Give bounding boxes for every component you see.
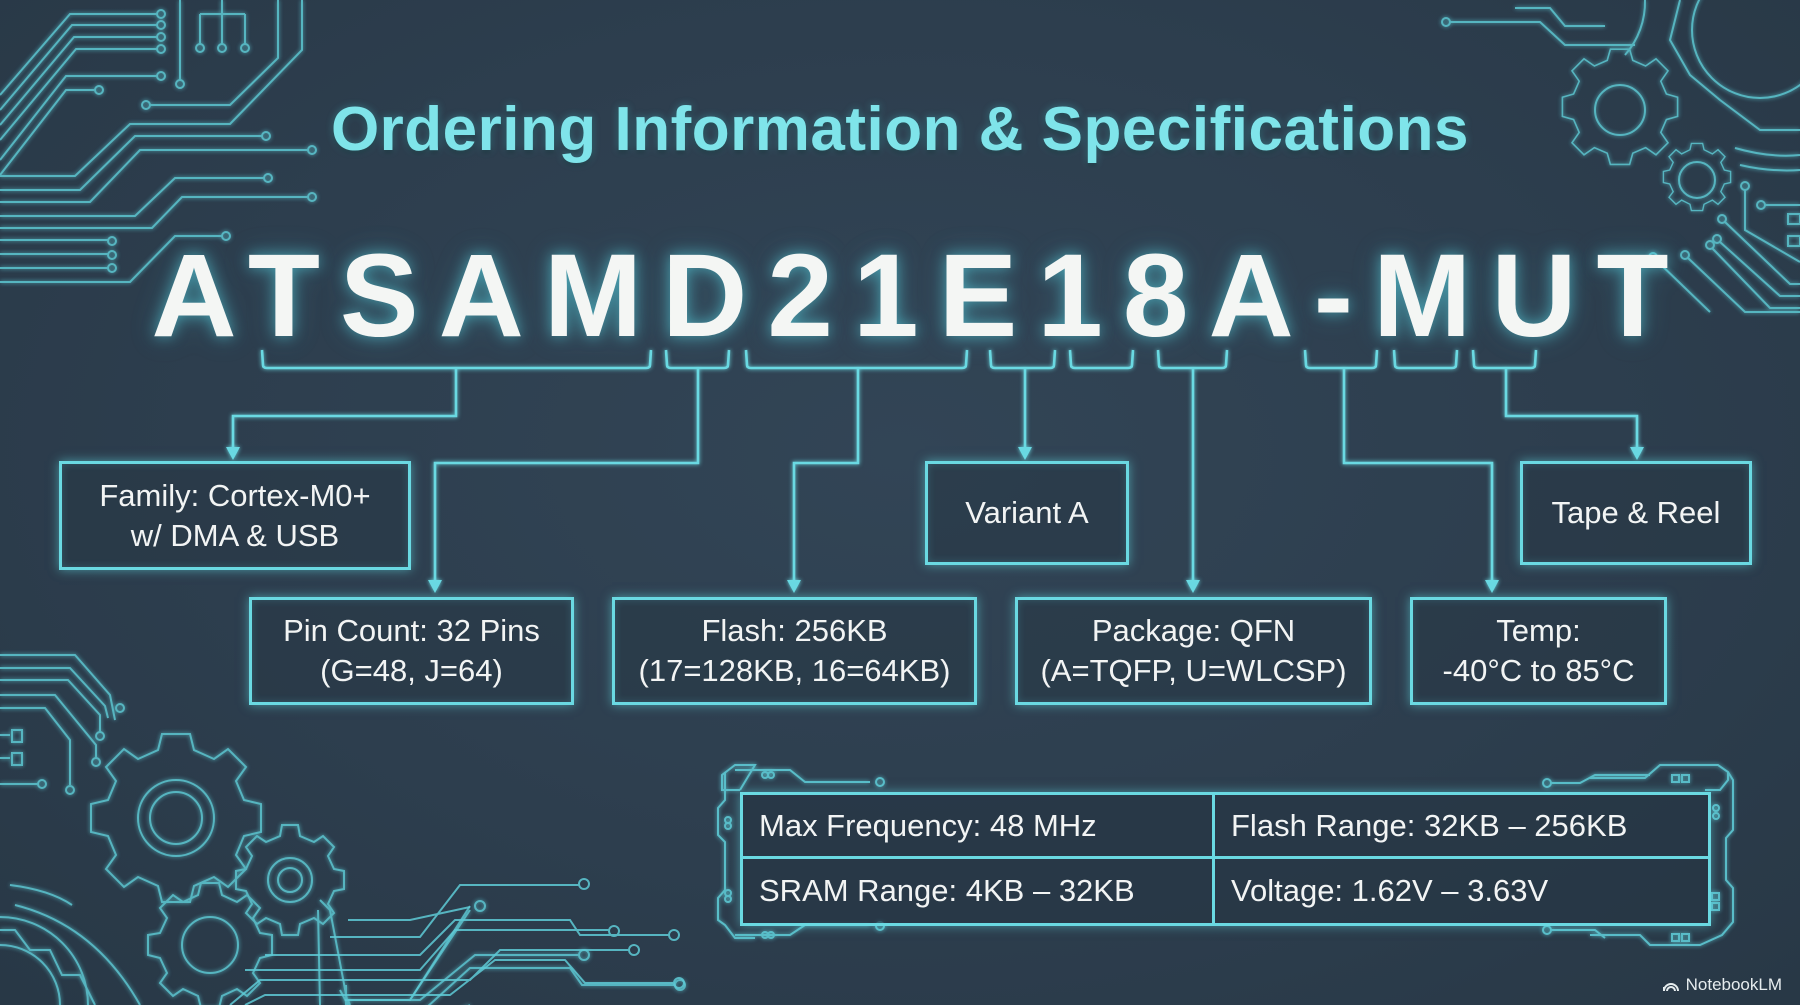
tape-reel-line1: Tape & Reel [1551,495,1721,530]
part-number: ATSAMD21E18A-MUT [151,230,1689,362]
spec-max-frequency: Max Frequency: 48 MHz [743,795,1215,859]
family-line1: Family: Cortex-M0+ [99,477,371,513]
watermark-label: NotebookLM [1685,975,1782,994]
spec-sram-range: SRAM Range: 4KB – 32KB [743,859,1215,923]
package-line1: Package: QFN [1091,613,1296,648]
pin-count-line1: Pin Count: 32 Pins [283,613,540,648]
temp-box: Temp: -40°C to 85°C [1410,597,1667,705]
variant-line1: Variant A [965,495,1089,530]
tape-reel-box: Tape & Reel [1520,461,1752,565]
variant-box: Variant A [925,461,1129,565]
temp-line1: Temp: [1496,613,1581,648]
flash-box: Flash: 256KB (17=128KB, 16=64KB) [612,597,977,705]
family-box: Family: Cortex-M0+ w/ DMA & USB [59,461,411,570]
notebooklm-logo-icon [1662,983,1679,992]
family-line2: w/ DMA & USB [130,517,340,553]
flash-line2: (17=128KB, 16=64KB) [638,653,951,688]
package-line2: (A=TQFP, U=WLCSP) [1040,653,1347,688]
flash-line1: Flash: 256KB [701,613,888,648]
spec-flash-range: Flash Range: 32KB – 256KB [1215,795,1708,859]
notebooklm-watermark: NotebookLM [1662,975,1782,995]
pin-count-line2: (G=48, J=64) [320,653,503,688]
spec-voltage: Voltage: 1.62V – 3.63V [1231,873,1549,908]
spec-table: Max Frequency: 48 MHz Flash Range: 32KB … [740,792,1711,926]
package-box: Package: QFN (A=TQFP, U=WLCSP) [1015,597,1372,705]
pin-count-box: Pin Count: 32 Pins (G=48, J=64) [249,597,574,705]
temp-line2: -40°C to 85°C [1442,653,1635,688]
page-title: Ordering Information & Specifications [330,94,1470,164]
